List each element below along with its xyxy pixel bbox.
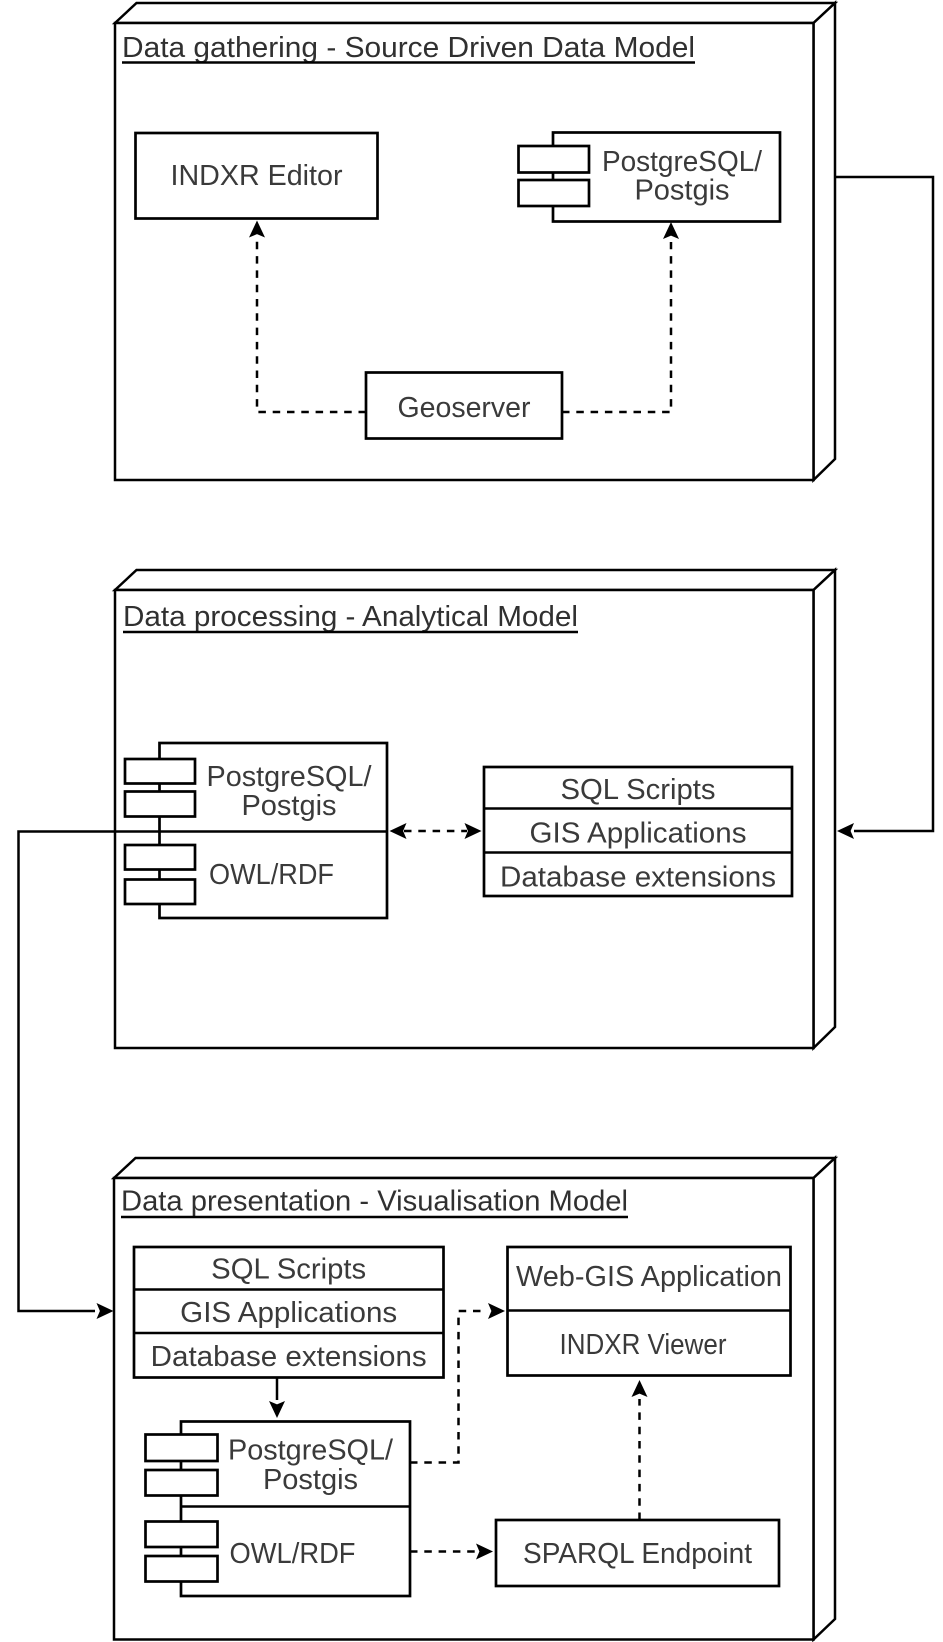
svg-text:PostgreSQL/: PostgreSQL/ bbox=[228, 1435, 394, 1467]
svg-text:Database extensions: Database extensions bbox=[151, 1341, 427, 1373]
svg-text:SPARQL Endpoint: SPARQL Endpoint bbox=[523, 1538, 752, 1570]
svg-text:Data processing - Analytical M: Data processing - Analytical Model bbox=[123, 601, 578, 633]
svg-text:GIS Applications: GIS Applications bbox=[530, 818, 747, 850]
svg-text:SQL Scripts: SQL Scripts bbox=[211, 1254, 366, 1286]
svg-text:INDXR Viewer: INDXR Viewer bbox=[560, 1329, 727, 1361]
svg-text:Postgis: Postgis bbox=[263, 1464, 358, 1496]
svg-text:PostgreSQL/: PostgreSQL/ bbox=[602, 146, 763, 178]
svg-text:Postgis: Postgis bbox=[634, 175, 729, 207]
svg-text:OWL/RDF: OWL/RDF bbox=[209, 859, 334, 891]
svg-text:Postgis: Postgis bbox=[241, 790, 336, 822]
svg-text:GIS Applications: GIS Applications bbox=[180, 1297, 397, 1329]
svg-text:Data gathering - Source Driven: Data gathering - Source Driven Data Mode… bbox=[122, 32, 695, 64]
svg-text:PostgreSQL/: PostgreSQL/ bbox=[207, 761, 373, 793]
svg-text:Geoserver: Geoserver bbox=[398, 392, 531, 424]
svg-text:Web-GIS Application: Web-GIS Application bbox=[516, 1261, 782, 1293]
svg-text:SQL Scripts: SQL Scripts bbox=[561, 774, 716, 806]
svg-text:OWL/RDF: OWL/RDF bbox=[230, 1538, 356, 1570]
svg-text:Data presentation - Visualisat: Data presentation - Visualisation Model bbox=[121, 1186, 628, 1218]
svg-text:Database extensions: Database extensions bbox=[500, 862, 776, 894]
svg-text:INDXR Editor: INDXR Editor bbox=[171, 160, 343, 192]
